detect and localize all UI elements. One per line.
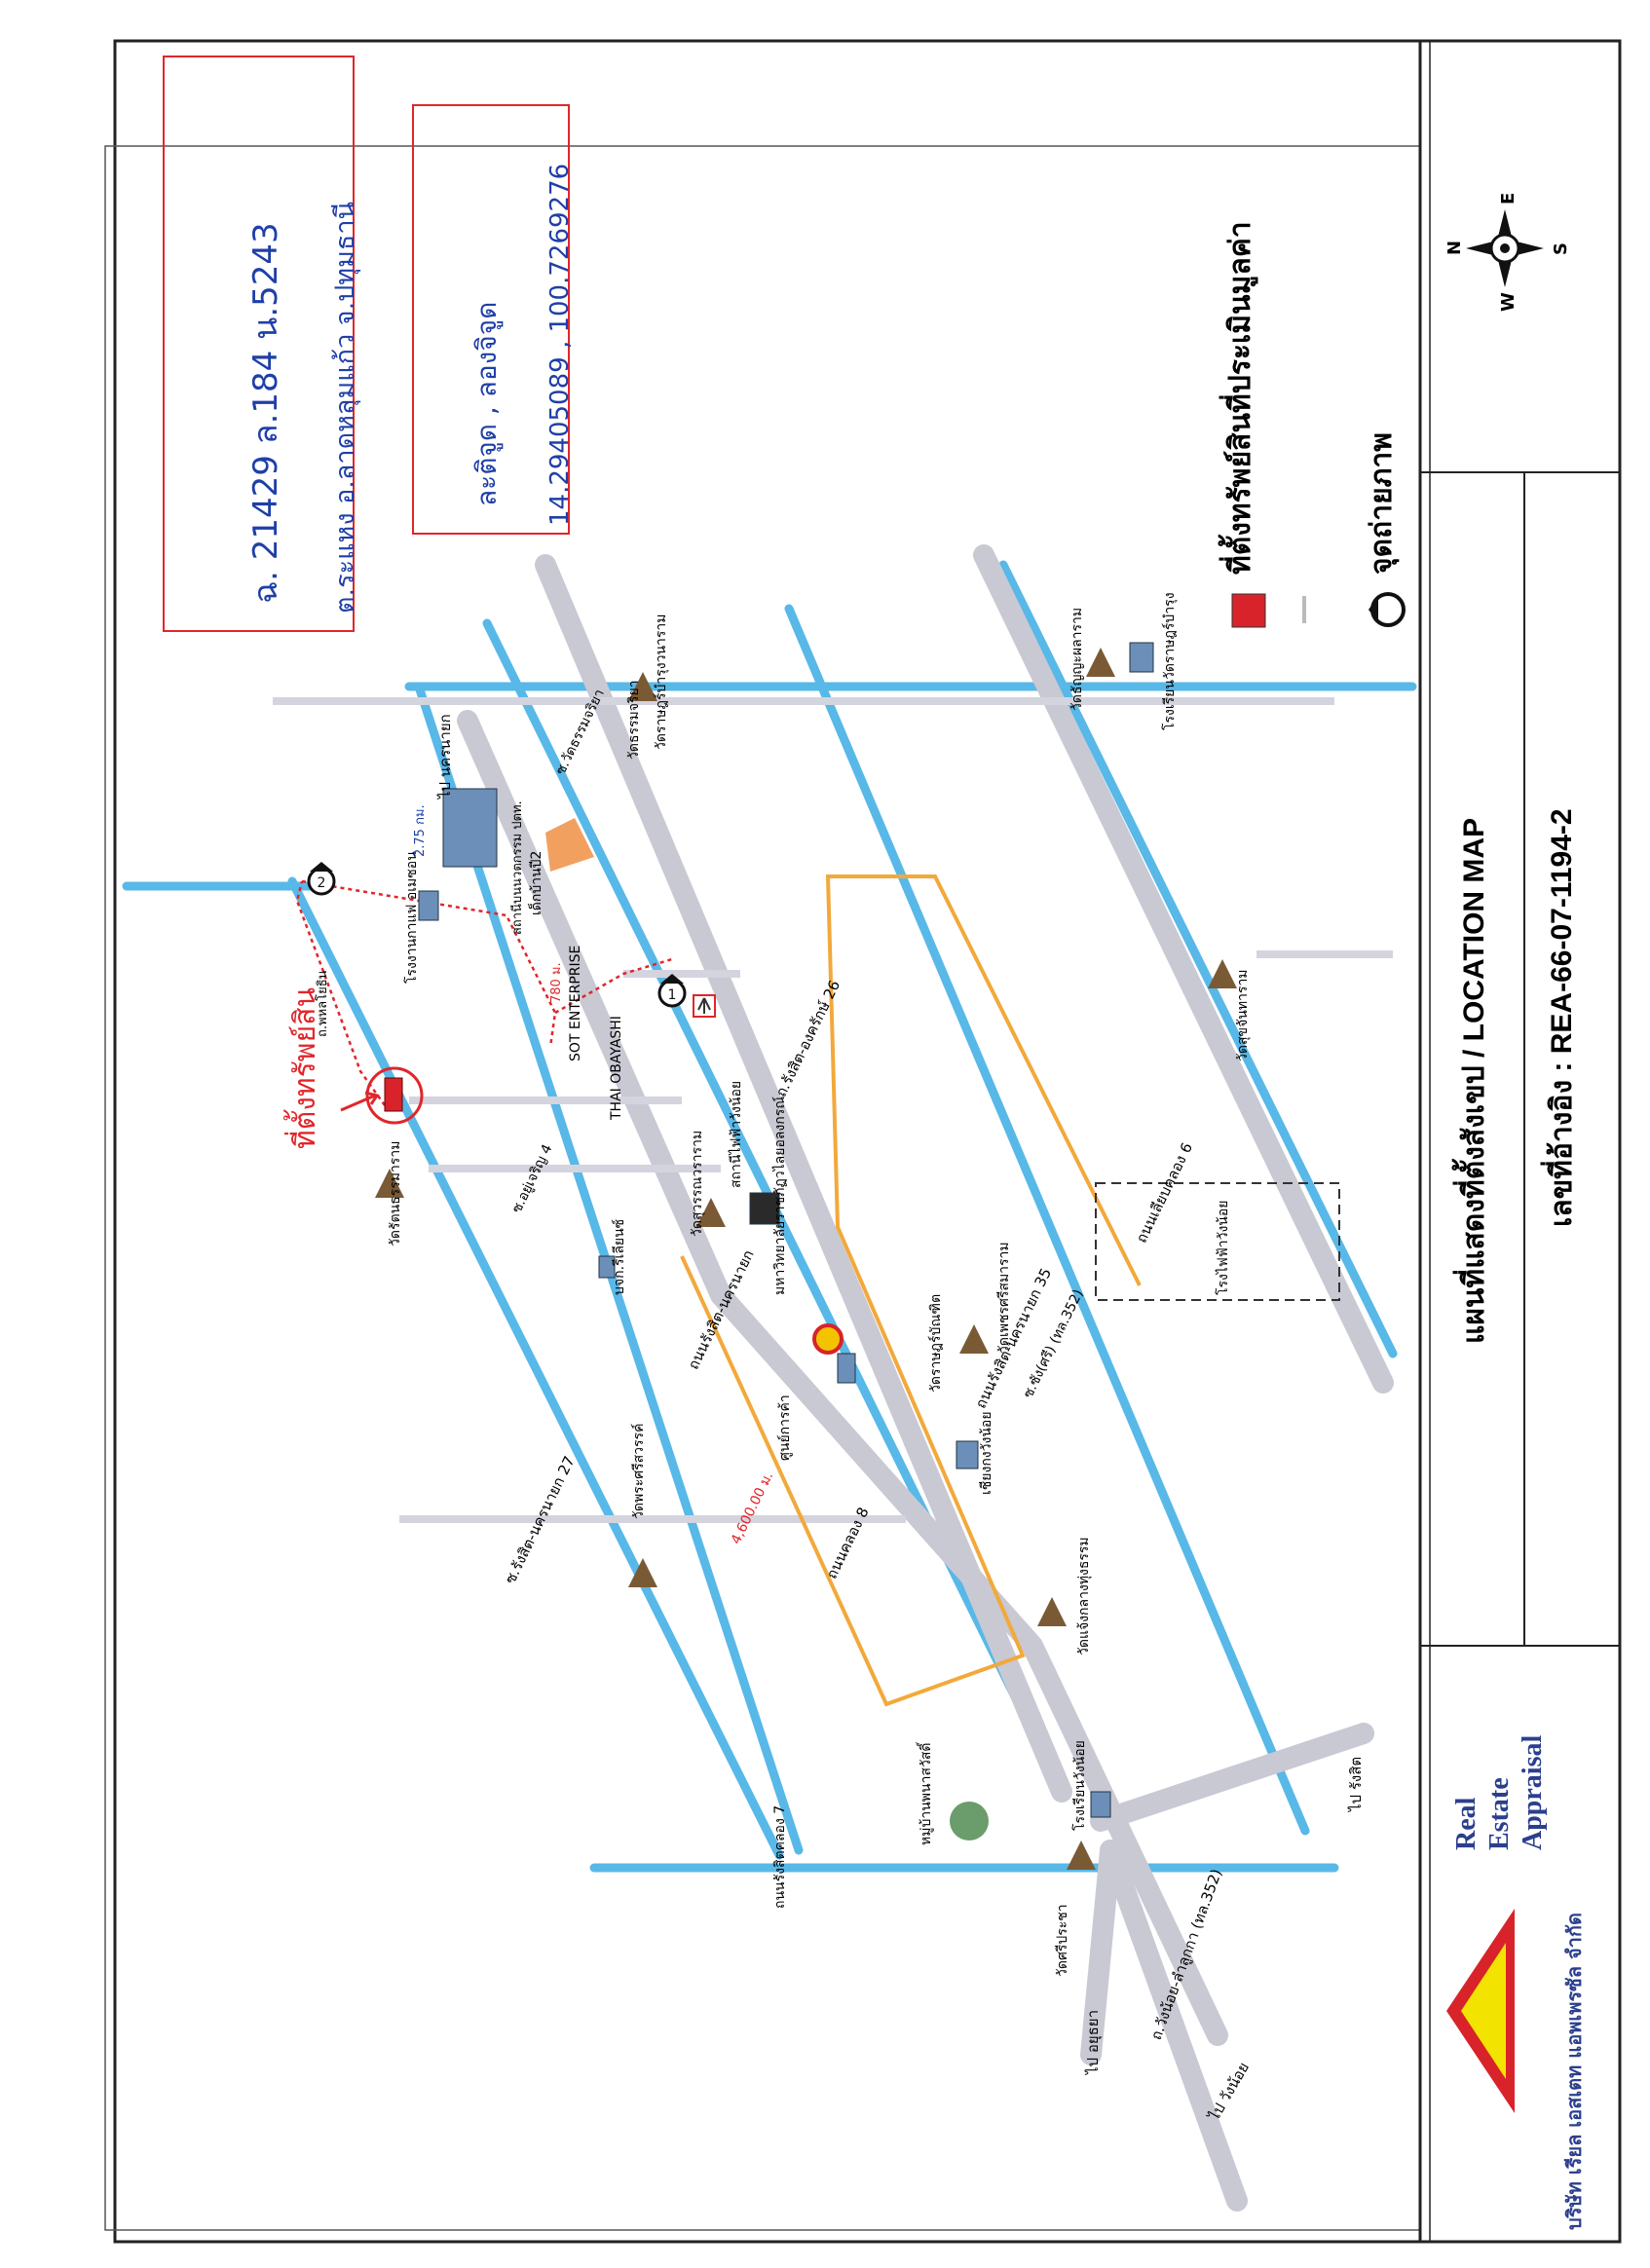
- company-name-en-3: Appraisal: [1518, 1734, 1548, 1850]
- place-label: วัดสุขจันทาราม: [1235, 969, 1251, 1061]
- road-label: ถนนรังสิตคลอง 7: [772, 1804, 788, 1909]
- place-label: ศูนย์การค้า: [777, 1394, 793, 1461]
- misc-icons: [545, 818, 989, 1840]
- place-label: SOT ENTERPRISE: [568, 945, 583, 1061]
- route-line: [680, 874, 1142, 1707]
- power-plant-area: [1095, 1182, 1340, 1301]
- coordinate-note-box: [412, 104, 570, 535]
- coordinate-note-line-2: 14.29405089 , 100.7269276: [545, 163, 575, 526]
- place-label: โรงเรียนวัดราษฎร์บำรุง: [1162, 592, 1178, 730]
- place-label: เชียงกงวังน้อย: [979, 1411, 994, 1495]
- deed-note-box: [163, 56, 355, 632]
- place-label: มหาวิทยาลัยราชภัฏวไลยอลงกรณ์: [772, 1096, 788, 1295]
- place-label: สถานีบนนวตกรรม ปตท.: [510, 800, 525, 935]
- place-label: หมู่บ้านพนาสวัสดิ์: [919, 1742, 934, 1845]
- distance-label: 780 ม.: [549, 962, 564, 1003]
- building-icons: [418, 642, 1154, 1818]
- compass-n: N: [1444, 240, 1465, 255]
- place-label: วัดธัญญะผลาราม: [1069, 607, 1085, 711]
- place-label: ไป รังสิต: [1347, 1756, 1365, 1811]
- place-label: เด็กบ้านปี2: [529, 850, 544, 915]
- place-label: โรงเรียนวังน้อย: [1072, 1740, 1088, 1831]
- legend-subject-marker: [1231, 593, 1266, 628]
- company-logo: [1442, 1870, 1523, 2152]
- place-label: วัดรัตนธรรมาราม: [388, 1140, 403, 1246]
- place-label: บจก.รีเลียนซ์: [612, 1218, 627, 1295]
- coordinate-note-line-1: ละติจูด , ลองจิจูด: [470, 301, 503, 506]
- place-label: วัดราษฎร์บัณฑิต: [928, 1293, 944, 1393]
- place-label: วัดธรรมจริยา: [626, 680, 642, 760]
- deed-note-line-1: ฉ. 21429 ล.184 น.5243: [246, 222, 285, 604]
- page-title: แผนที่แสดงที่ตั้งสังเขป / LOCATION MAP: [1458, 817, 1490, 1344]
- legend-photo-point-icon: [1369, 592, 1406, 627]
- company-name-th: บริษัท เรียล เอสเตท แอพเพรซัล จำกัด: [1562, 1913, 1586, 2230]
- compass-rose-icon: [1466, 209, 1544, 287]
- company-name-en-1: Real: [1451, 1797, 1481, 1850]
- place-label: วัดเพชรศรีสมาราม: [996, 1242, 1012, 1354]
- place-label: วัดศรีประชา: [1055, 1904, 1070, 1977]
- place-label: สถานีไฟฟ้าวังน้อย: [729, 1080, 744, 1188]
- compass-s: S: [1551, 242, 1571, 255]
- compass-e: E: [1498, 192, 1519, 204]
- road-label: ถ.พหลโยธิน: [316, 970, 330, 1037]
- place-label: วัดราษฎร์บำรุงวนาราม: [654, 613, 669, 751]
- photo-point-2-label: 2: [318, 875, 326, 891]
- place-label: ไป นครนายก: [436, 714, 454, 799]
- roads: [457, 544, 1394, 2212]
- place-label: โรงไฟฟ้าวังน้อย: [1216, 1200, 1231, 1295]
- place-label: วัดแจ้งกลางทุ่งธรรม: [1076, 1537, 1092, 1655]
- company-name-en-2: Estate: [1484, 1777, 1515, 1850]
- place-label: THAI OBAYASHI: [609, 1016, 624, 1120]
- compass-w: W: [1498, 292, 1519, 312]
- deed-note-line-2: ต.ระแหง อ.ลาดหลุมแก้ว จ.ปทุมธานี: [330, 202, 360, 613]
- legend-photo-label: จุดถ่ายภาพ: [1365, 431, 1399, 575]
- photo-point-2: 2: [307, 862, 336, 896]
- subject-location-marker: [340, 1066, 424, 1125]
- place-label: โรงงานกาแฟ อเมซอน: [404, 851, 420, 984]
- outer-frame: [113, 39, 1622, 2244]
- reference-number: เลขที่อ้างอิง : REA-66-07-1194-2: [1546, 808, 1578, 1227]
- photo-point-1-label: 1: [668, 987, 677, 1003]
- temple-icons: [375, 648, 1237, 1870]
- place-label: วัดสุวรรณวราราม: [690, 1130, 705, 1237]
- distance-label: 2.75 กม.: [413, 804, 428, 857]
- place-label: วัดพระศรีสวรรค์: [631, 1423, 647, 1519]
- access-routes: [295, 879, 673, 1106]
- place-label: ไป อยุธยา: [1084, 2010, 1102, 2074]
- photo-point-1: 1: [657, 974, 687, 1008]
- minor-roads: [273, 697, 1393, 1523]
- legend-subject-label: ที่ตั้งทรัพย์สินที่ประเมินมูลค่า: [1223, 221, 1257, 575]
